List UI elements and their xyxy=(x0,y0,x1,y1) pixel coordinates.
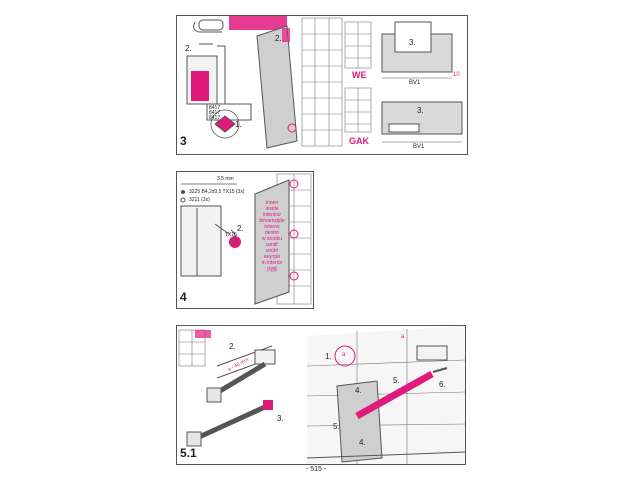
callout-label: 2. xyxy=(185,44,192,53)
inside-word: in interior xyxy=(261,260,283,266)
inside-word: intérieur xyxy=(262,212,282,218)
part-number: 8417 xyxy=(209,110,221,116)
callout-label: 5. xyxy=(333,422,340,431)
inside-word: uvnitř xyxy=(265,242,279,248)
callout-label: 4. xyxy=(355,386,362,395)
callout-label: 6. xyxy=(439,380,446,389)
callout-label: 2. xyxy=(275,34,282,43)
dimension-label: 10 xyxy=(453,72,460,78)
callout-label: 3. xyxy=(277,414,284,423)
inside-word: w środku xyxy=(261,236,282,242)
step-number: 5.1 xyxy=(180,446,197,460)
panel-3-drawing xyxy=(186,16,463,149)
screw-code: 3225 B4,2x9,5 TX15 (3x) xyxy=(189,189,245,195)
callout-label: 5. xyxy=(393,376,400,385)
circle-a-label: a xyxy=(342,352,346,358)
inside-word: innen xyxy=(265,200,279,206)
bv-label: BV1 xyxy=(413,144,425,150)
inside-word: dentro xyxy=(264,230,280,236)
inside-word: interno xyxy=(264,224,280,230)
panel-4-drawing xyxy=(180,173,312,305)
panel-step-4: 4 3,5 mm 3225 B4,2x9,5 TX15 (3x) 3211 (3… xyxy=(176,171,314,309)
part-number: 8417 xyxy=(209,115,221,121)
step-number: 4 xyxy=(180,290,187,304)
callout-label: 3. xyxy=(417,106,424,115)
callout-label: 1. xyxy=(325,352,332,361)
callout-label: 3. xyxy=(409,38,416,47)
gak-label: GAK xyxy=(349,136,369,146)
inside-word: внутри xyxy=(264,254,280,260)
panel-step-5-1: 5.1 2. a - 48 mm 3. 1. a a 4. 5. 6. 5. 4… xyxy=(176,325,466,465)
page-number: - 515 - xyxy=(306,466,327,473)
inside-word: 内部 xyxy=(266,267,277,273)
callout-label: 4. xyxy=(359,438,366,447)
inside-word: binnenzijde xyxy=(259,218,285,224)
callout-label: 2. xyxy=(237,224,244,233)
callout-label: 2. xyxy=(229,342,236,351)
inside-word: inside xyxy=(265,206,279,212)
bv-label: BV1 xyxy=(409,80,421,86)
inside-word: vnútri xyxy=(265,248,279,254)
plug-code: 3211 (3x) xyxy=(189,197,210,203)
screw-spec: 3,5 mm xyxy=(217,176,234,182)
step-number: 3 xyxy=(180,134,187,148)
torx-label: TX15 xyxy=(225,232,237,238)
panel-step-3: 3 2. 2. 1. 8417 8417 8417 WE GAK 3. 3. B… xyxy=(176,15,468,155)
inside-word-list: innen inside intérieur binnenzijde inter… xyxy=(257,200,287,273)
callout-label: 1. xyxy=(235,120,242,129)
part-number: 8417 xyxy=(209,105,221,111)
dimension-small-label: a xyxy=(401,334,405,340)
we-label: WE xyxy=(352,70,367,80)
panel-5-1-drawing xyxy=(178,326,465,464)
